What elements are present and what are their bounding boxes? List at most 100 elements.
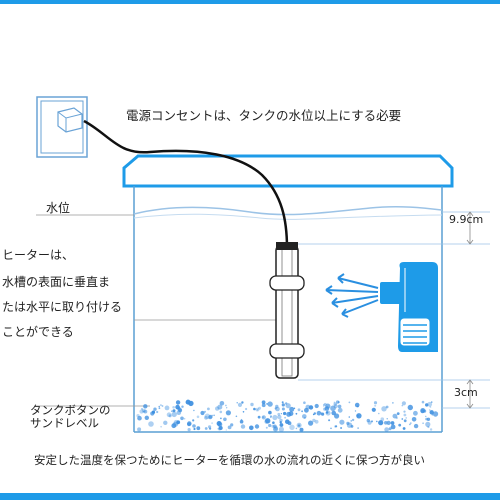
gravel-stone (274, 407, 277, 410)
power-outlet-icon (36, 96, 88, 158)
gravel-stone (384, 427, 389, 432)
gravel-stone (371, 420, 373, 423)
gravel-stone (261, 400, 266, 405)
dimension-top-label: 9.9cm (449, 213, 484, 226)
gravel-stone (386, 420, 391, 425)
gravel-stone (139, 409, 144, 414)
gravel-stone (295, 427, 298, 430)
gravel-stone (278, 426, 284, 432)
gravel-stone (312, 413, 315, 416)
tank-lid (122, 154, 454, 188)
gravel-stone (137, 427, 142, 432)
sand-note-line2: サンドレベル (30, 416, 99, 430)
gravel-stone (261, 415, 266, 420)
gravel-stone (265, 426, 268, 429)
gravel-stone (219, 410, 223, 414)
gravel-stone (143, 410, 145, 413)
gravel-stone (176, 410, 182, 416)
gravel-stone (335, 425, 338, 428)
gravel-stone (220, 417, 222, 420)
gravel-stone (431, 414, 433, 416)
gravel-stone (230, 423, 234, 427)
gravel-stone (239, 419, 244, 424)
gravel-stone (297, 408, 301, 412)
gravel-stone (337, 404, 342, 409)
gravel-stone (204, 427, 208, 430)
gravel-stone (256, 409, 258, 411)
gravel-stone (299, 427, 304, 432)
gravel-stone (236, 402, 238, 404)
gravel-stone (137, 415, 142, 421)
gravel-stone (281, 407, 285, 411)
gravel-stone (390, 421, 395, 425)
gravel-stone (422, 422, 424, 425)
gravel-stone (425, 415, 427, 418)
gravel-stone (185, 399, 191, 405)
gravel-stone (330, 427, 332, 430)
bottom-border (0, 493, 500, 500)
gravel-stone (350, 420, 352, 422)
gravel-stone (426, 417, 431, 421)
gravel-stone (254, 424, 260, 429)
gravel-stone (351, 418, 355, 422)
gravel-stone (409, 422, 412, 424)
gravel-stone (159, 404, 162, 407)
gravel-stone (396, 412, 400, 415)
gravel-stone (144, 415, 149, 420)
gravel-stone (348, 401, 351, 404)
gravel-stone (354, 402, 360, 408)
gravel-stone (245, 407, 248, 411)
gravel-stone (217, 422, 223, 427)
gravel-stone (429, 410, 434, 415)
gravel-stone (172, 406, 175, 409)
gravel-stone (156, 410, 159, 414)
gravel-stone (284, 416, 286, 419)
gravel-stone (241, 401, 244, 404)
gravel-stone (335, 400, 340, 404)
gravel-stone (301, 410, 303, 413)
heater-note-line1: ヒーターは、 (2, 248, 75, 262)
gravel-stone (428, 409, 431, 411)
gravel-stone (266, 403, 268, 405)
gravel-stone (277, 414, 282, 420)
gravel-stone (213, 414, 215, 417)
gravel-stone (333, 402, 337, 406)
gravel-stone (401, 404, 404, 407)
power-cord (83, 119, 289, 249)
gravel-stone (193, 409, 195, 412)
gravel-stone (272, 421, 275, 425)
gravel-stone (273, 426, 278, 430)
gravel-stone (401, 418, 404, 420)
gravel-stone (340, 427, 343, 429)
gravel-stone (163, 420, 168, 425)
gravel-stone (209, 427, 212, 430)
top-border (0, 0, 500, 4)
gravel-stone (143, 404, 148, 409)
gravel-stone (289, 406, 295, 412)
gravel-stone (398, 423, 402, 427)
gravel-stone (281, 401, 284, 404)
gravel-stone (158, 407, 161, 410)
gravel-stone (272, 414, 278, 421)
gravel-stone (316, 410, 322, 416)
gravel-stone (427, 401, 433, 407)
gravel-stone (171, 411, 177, 418)
gravel-stone (373, 401, 378, 405)
gravel-stone (168, 414, 172, 418)
gravel-stone (227, 425, 232, 430)
gravel-stone (171, 423, 177, 429)
gravel-bed (136, 399, 439, 432)
gravel-stone (166, 412, 172, 418)
gravel-stone (219, 401, 225, 406)
gravel-stone (323, 405, 325, 407)
gravel-stone (242, 411, 245, 413)
gravel-stone (308, 405, 314, 410)
gravel-stone (285, 403, 291, 409)
gravel-stone (196, 415, 200, 419)
gravel-stone (217, 404, 223, 410)
gravel-stone (339, 419, 345, 425)
gravel-stone (331, 410, 337, 416)
gravel-stone (403, 419, 407, 423)
gravel-stone (175, 400, 181, 405)
